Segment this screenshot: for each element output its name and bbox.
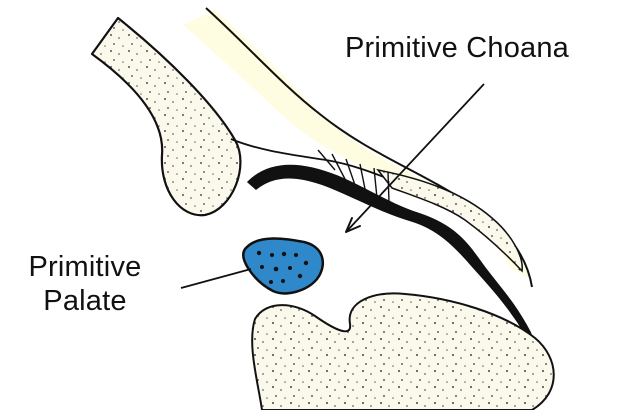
palate-leader-line [181, 269, 251, 288]
primitive-palate-label: Primitive Palate [10, 250, 160, 318]
primitive-palate-label-line-1: Primitive [10, 250, 160, 284]
primitive-choana-label: Primitive Choana [345, 31, 569, 65]
primitive-palate-label-line-2: Palate [10, 284, 160, 318]
lower-tissue-stipple [252, 293, 554, 410]
right-tissue-stipple [378, 170, 522, 271]
primitive-palate-blob [243, 238, 323, 293]
